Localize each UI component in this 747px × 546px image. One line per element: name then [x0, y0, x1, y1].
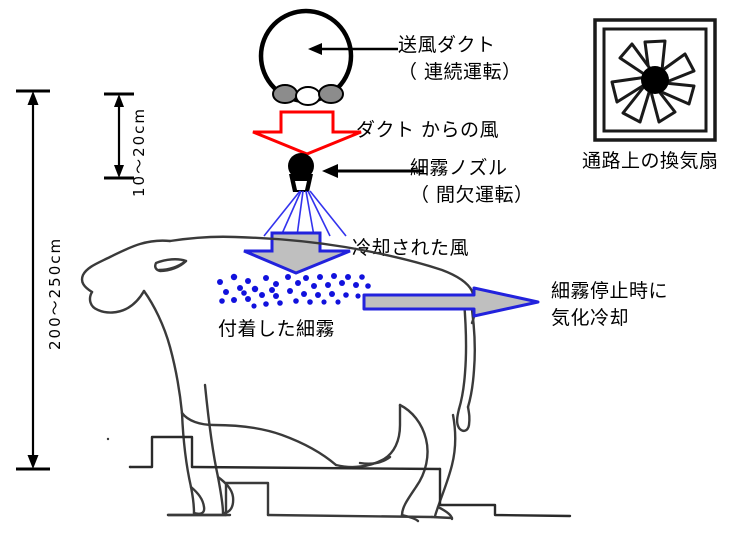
overall-height-dimension: [0, 80, 60, 480]
duct-label-line1: 送風ダクト: [398, 34, 496, 56]
evaporative-cooling-line1: 細霧停止時に: [551, 280, 669, 302]
cooled-wind-arrow-icon: [242, 230, 362, 276]
floor-structure: [100, 420, 572, 520]
cow-silhouette-icon: [60, 225, 530, 523]
mist-nozzle-icon: [278, 152, 324, 194]
fan-caption: 通路上の換気扇: [582, 150, 719, 172]
attached-mist-label: 付着した細霧: [218, 318, 336, 340]
evaporative-cooling-label: 細霧停止時に 気化冷却: [551, 278, 668, 332]
duct-label: 送風ダクト （ 連続運転）: [398, 32, 522, 86]
nozzle-label-line1: 細霧ノズル: [410, 157, 508, 179]
air-duct-icon: [252, 2, 372, 114]
duct-wind-arrow-icon: [250, 110, 370, 156]
nozzle-leader-arrow-icon: [322, 164, 424, 178]
nozzle-gap-dimension: [100, 88, 150, 188]
nozzle-label: 細霧ノズル （ 間欠運転）: [410, 155, 534, 209]
evaporative-cooling-arrow-icon: [362, 286, 540, 320]
duct-wind-label: ダクト からの風: [356, 119, 500, 141]
evaporative-cooling-line2: 気化冷却: [551, 307, 630, 329]
attached-mist-dots: [210, 268, 375, 314]
nozzle-leader-line: [316, 160, 426, 182]
mist-spray-lines-icon: [240, 190, 370, 238]
duct-leader-arrow-icon: [308, 43, 398, 55]
nozzle-label-line2: （ 間欠運転）: [410, 184, 534, 206]
duct-label-line2: （ 連続運転）: [398, 61, 522, 83]
overall-height-dimension-arrow: [16, 89, 50, 471]
nozzle-gap-dimension-arrow: [104, 92, 134, 180]
ventilation-fan-icon: [593, 18, 717, 142]
duct-leader-line: [300, 38, 400, 60]
nozzle-gap-label: 10〜20cm: [130, 106, 148, 197]
